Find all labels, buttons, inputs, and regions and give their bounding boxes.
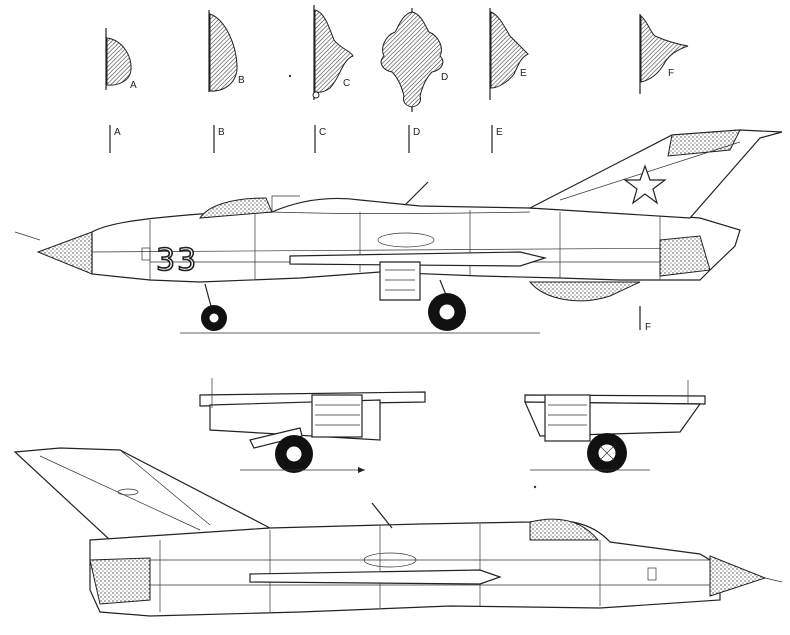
section-a: A <box>105 28 137 91</box>
section-label-a: A <box>130 80 137 91</box>
station-mark-d: D <box>413 127 420 138</box>
side-view-left-profile: 33 <box>14 129 783 334</box>
section-b: B <box>208 10 245 92</box>
section-label-f: F <box>668 68 674 79</box>
section-label-e: E <box>520 68 527 79</box>
dot-mark <box>533 485 537 489</box>
station-mark-e: E <box>496 127 503 138</box>
section-label-d: D <box>441 72 448 83</box>
section-label-c: C <box>343 78 350 89</box>
section-e: E <box>489 8 529 100</box>
section-label-b: B <box>238 75 245 86</box>
gear-detail-rear <box>524 380 706 473</box>
section-c: C <box>312 5 354 100</box>
dot-mark <box>288 74 292 78</box>
station-marks: A B C D E F <box>109 125 651 333</box>
red-star-icon <box>623 164 667 205</box>
section-f: F <box>639 14 689 94</box>
station-mark-a: A <box>114 127 121 138</box>
station-mark-c: C <box>319 127 326 138</box>
section-d: D <box>380 8 448 112</box>
station-mark-f: F <box>645 322 651 333</box>
station-mark-b: B <box>218 127 225 138</box>
cross-sections: A B C D E F <box>105 5 689 112</box>
side-view-right-profile <box>13 447 783 617</box>
side-number: 33 <box>156 243 198 278</box>
gear-detail-front <box>199 378 426 473</box>
